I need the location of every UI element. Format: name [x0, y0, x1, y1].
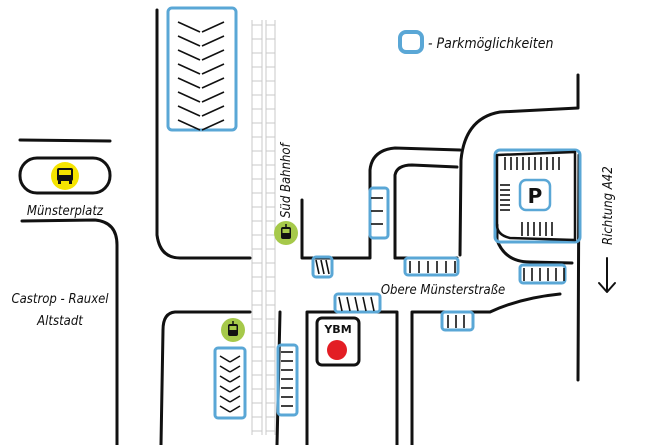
- parking-track-side: [276, 343, 299, 417]
- parking-sign-icon: [518, 178, 552, 212]
- legend-label: - Parkmöglichkeiten: [428, 36, 553, 52]
- ybm-location[interactable]: YBM: [315, 316, 361, 367]
- ybm-label: YBM: [323, 323, 351, 336]
- tram-stop-icon[interactable]: [274, 221, 298, 245]
- location-marker-icon: [327, 340, 347, 360]
- parking-bottom-left: [213, 346, 247, 420]
- label-street: Obere Münsterstraße: [381, 283, 505, 298]
- bus-stop-icon[interactable]: [51, 162, 79, 190]
- parking-lot-main: P: [493, 148, 582, 244]
- label-castrop-rauxel: Castrop - Rauxel: [11, 292, 109, 307]
- parking-area-icon: [398, 30, 424, 54]
- tram-stop-icon[interactable]: [221, 318, 245, 342]
- railway-tracks: [251, 20, 276, 435]
- parking-small-spots: [311, 186, 567, 332]
- label-sued-bahnhof: Süd Bahnhof: [279, 141, 294, 218]
- label-altstadt: Altstadt: [36, 314, 83, 329]
- arrow-down-icon: [598, 257, 616, 293]
- parking-top: [166, 6, 238, 132]
- label-muensterplatz: Münsterplatz: [27, 204, 104, 219]
- parking-sign-label: P: [528, 184, 543, 208]
- label-direction: Richtung A42: [601, 166, 616, 245]
- legend: - Parkmöglichkeiten: [398, 30, 553, 54]
